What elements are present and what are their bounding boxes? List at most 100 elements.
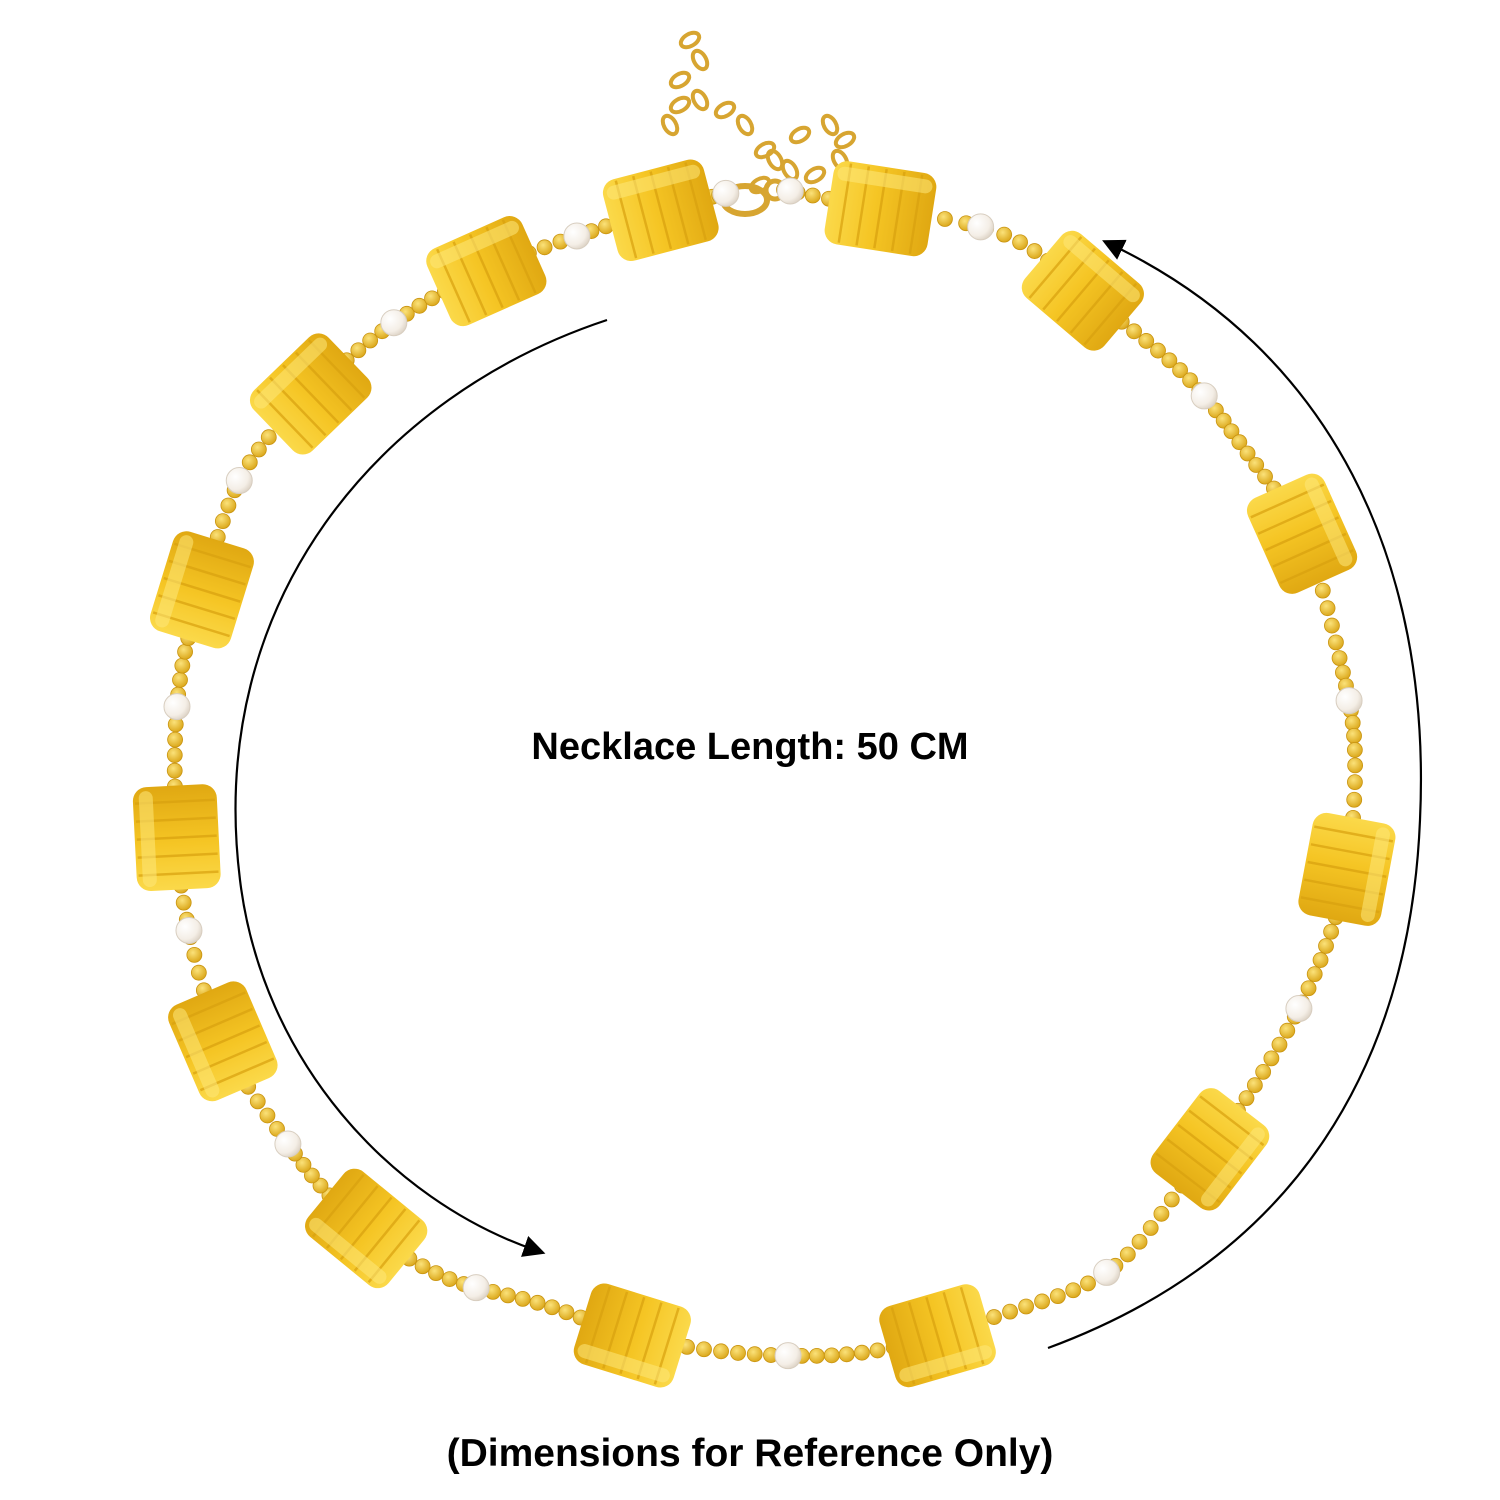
disc-bead-stack xyxy=(879,1284,996,1388)
seed-bead xyxy=(808,1347,825,1364)
seed-bead xyxy=(1263,1050,1280,1067)
seed-bead xyxy=(854,1344,870,1361)
seed-bead xyxy=(441,1271,458,1287)
seed-bead xyxy=(241,454,258,471)
seed-bead xyxy=(1328,634,1344,651)
pearl-bead xyxy=(380,309,408,337)
seed-bead xyxy=(1318,938,1334,954)
pearl-bead xyxy=(462,1274,490,1302)
disc-bead-stack xyxy=(150,531,254,649)
right-arrow-icon xyxy=(1047,239,1422,1350)
seed-bead xyxy=(1026,243,1043,259)
seed-bead xyxy=(1002,1303,1018,1320)
seed-bead xyxy=(986,1309,1002,1325)
disc-bead-stack xyxy=(168,981,278,1102)
seed-bead xyxy=(1161,352,1178,369)
seed-bead xyxy=(411,297,428,314)
seed-bead xyxy=(823,1347,840,1364)
seed-bead xyxy=(1257,468,1273,485)
pearl-bead xyxy=(776,177,804,205)
disc-bead-stack xyxy=(1246,473,1358,594)
seed-bead xyxy=(174,657,191,674)
chain-link xyxy=(803,165,827,185)
disc-bead-stack xyxy=(573,1283,691,1388)
chain-link xyxy=(788,125,812,145)
pearl-bead xyxy=(774,1342,802,1370)
seed-bead xyxy=(1223,423,1240,440)
seed-bead xyxy=(350,342,367,359)
seed-bead xyxy=(1163,1191,1180,1208)
seed-bead xyxy=(529,1294,546,1311)
seed-bead xyxy=(1065,1282,1082,1299)
pearl-bead xyxy=(225,467,253,495)
seed-bead xyxy=(869,1342,886,1359)
seed-bead xyxy=(177,643,193,660)
seed-bead xyxy=(558,1304,575,1321)
seed-bead xyxy=(713,1343,729,1360)
seed-bead xyxy=(996,226,1013,243)
seed-bead xyxy=(1126,323,1142,340)
seed-bead xyxy=(1300,980,1317,997)
bead-strand xyxy=(132,159,1396,1388)
seed-bead xyxy=(172,672,188,688)
chain-link xyxy=(690,48,710,72)
seed-bead xyxy=(428,1265,444,1282)
seed-bead xyxy=(1347,757,1364,774)
seed-bead xyxy=(536,239,553,256)
seed-bead xyxy=(1248,457,1265,473)
seed-bead xyxy=(1119,1246,1136,1263)
seed-bead xyxy=(1255,1064,1272,1080)
disc-bead-stack xyxy=(1298,812,1396,926)
chain-link xyxy=(668,70,692,90)
seed-bead xyxy=(1018,1298,1035,1315)
disc-bead-stack xyxy=(1150,1088,1270,1211)
seed-bead xyxy=(1131,1233,1148,1250)
seed-bead xyxy=(166,762,183,779)
seed-bead xyxy=(1323,923,1340,940)
pearl-bead xyxy=(274,1130,302,1158)
seed-bead xyxy=(544,1299,560,1316)
disc-bead-stack xyxy=(305,1168,428,1289)
seed-bead xyxy=(1049,1288,1066,1305)
chain-link xyxy=(820,113,840,137)
chain-link xyxy=(678,30,702,50)
pearl-bead xyxy=(712,179,740,207)
seed-bead xyxy=(1324,617,1340,634)
seed-bead xyxy=(166,747,183,763)
disc-bead-stack xyxy=(1021,230,1144,351)
seed-bead xyxy=(1215,412,1232,429)
seed-bead xyxy=(937,211,953,227)
seed-bead xyxy=(186,946,203,963)
seed-bead xyxy=(1335,664,1351,681)
disc-bead-stack xyxy=(132,784,221,891)
seed-bead xyxy=(1346,742,1363,758)
seed-bead xyxy=(1138,333,1155,349)
seed-bead xyxy=(250,441,267,458)
seed-bead xyxy=(424,290,440,307)
chain-link xyxy=(833,130,857,150)
pearl-bead xyxy=(563,222,591,250)
seed-bead xyxy=(249,1093,266,1110)
seed-bead xyxy=(1347,774,1363,791)
seed-bead xyxy=(499,1287,516,1304)
chain-link xyxy=(753,140,777,160)
seed-bead xyxy=(1150,342,1166,359)
pearl-bead xyxy=(1190,382,1218,410)
seed-bead xyxy=(746,1346,763,1363)
extender-chain-icon xyxy=(660,30,857,195)
chain-link xyxy=(713,100,737,120)
chain-link xyxy=(660,113,680,137)
seed-bead xyxy=(1331,650,1348,667)
pearl-bead xyxy=(175,916,203,944)
seed-bead xyxy=(362,332,379,349)
seed-bead xyxy=(214,513,231,530)
seed-bead xyxy=(1012,234,1028,251)
disc-bead-stack xyxy=(249,333,372,455)
seed-bead xyxy=(1271,1036,1288,1053)
disc-bead-stack xyxy=(824,161,937,257)
pearl-bead xyxy=(1335,687,1363,715)
necklace-length-label: Necklace Length: 50 CM xyxy=(531,726,969,768)
seed-bead xyxy=(1153,1205,1170,1222)
seed-bead xyxy=(1080,1275,1096,1292)
